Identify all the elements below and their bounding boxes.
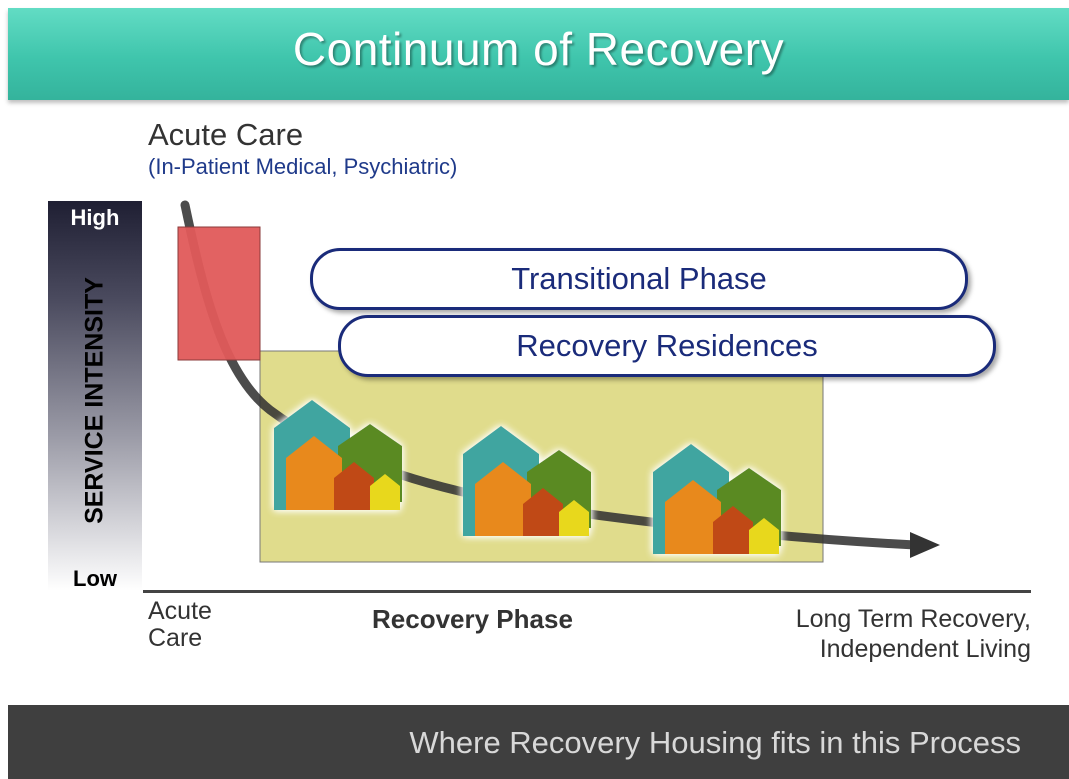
page-title: Continuum of Recovery <box>292 23 785 75</box>
intensity-low-label: Low <box>73 566 117 591</box>
acute-care-box <box>177 226 261 361</box>
service-intensity-gradient <box>48 201 142 591</box>
intensity-high-label: High <box>70 205 120 230</box>
header-banner: Continuum of Recovery <box>8 8 1069 100</box>
x-axis-right-line-2: Independent Living <box>819 635 1031 663</box>
recovery-residences-label: Recovery Residences <box>338 315 996 377</box>
curve-arrow-icon <box>910 532 940 558</box>
x-axis-left-line-2: Care <box>148 624 203 652</box>
acute-care-subheading: (In-Patient Medical, Psychiatric) <box>148 154 458 179</box>
x-axis-right-line-1: Long Term Recovery, <box>795 605 1031 633</box>
x-axis-left-line-1: Acute <box>148 597 212 625</box>
acute-care-heading: Acute Care <box>148 117 304 152</box>
footer-banner: Where Recovery Housing fits in this Proc… <box>8 705 1069 779</box>
x-axis-line <box>143 590 1031 593</box>
transitional-phase-label: Transitional Phase <box>310 248 968 310</box>
x-axis-left-label: Acute Care <box>148 598 212 652</box>
footer-caption: Where Recovery Housing fits in this Proc… <box>409 725 1021 760</box>
x-axis-center-label: Recovery Phase <box>372 604 573 634</box>
x-axis-right-label: Long Term Recovery, Independent Living <box>796 604 1031 664</box>
